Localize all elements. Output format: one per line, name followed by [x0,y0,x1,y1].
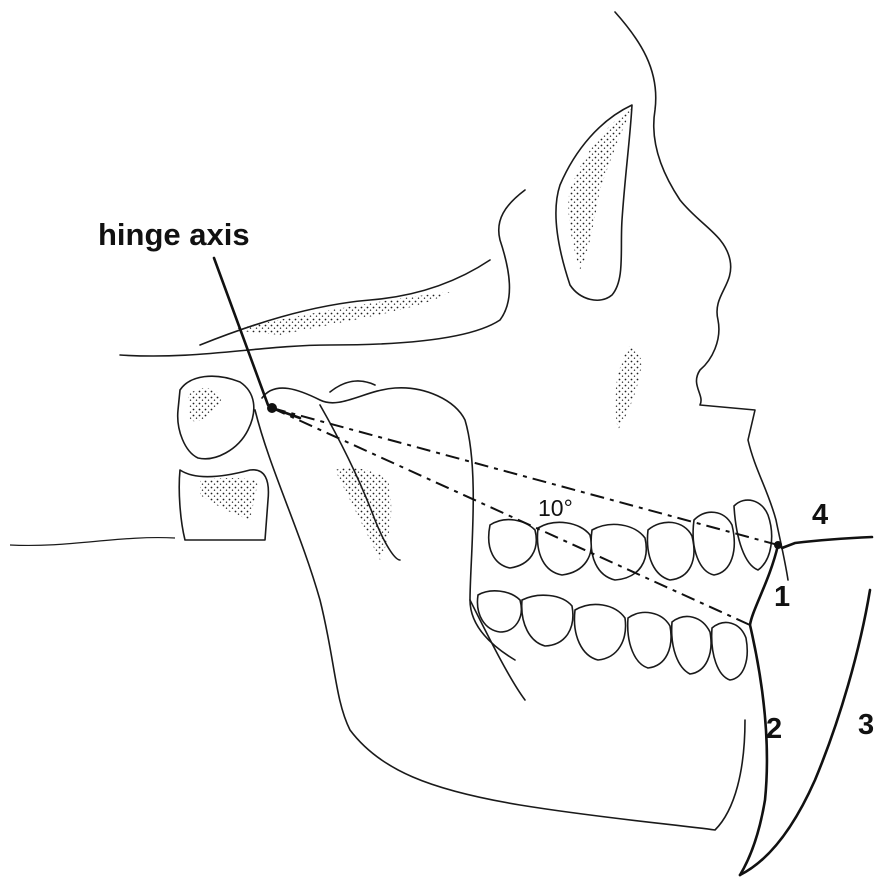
condyle [10,376,268,545]
angle-label: 10° [538,495,573,521]
point-1-label: 1 [774,581,790,613]
upper-teeth [489,500,772,580]
zygoma [230,292,642,430]
hinge-axis-label: hinge axis [98,217,250,252]
path-4-line [782,537,872,548]
point-4-label: 4 [812,499,828,531]
path-2-arc [740,545,778,875]
path-3-arc [740,590,870,875]
orbit [556,105,632,300]
lower-teeth [477,591,747,680]
path-3-label: 3 [858,709,874,741]
path-2-label: 2 [766,713,782,745]
